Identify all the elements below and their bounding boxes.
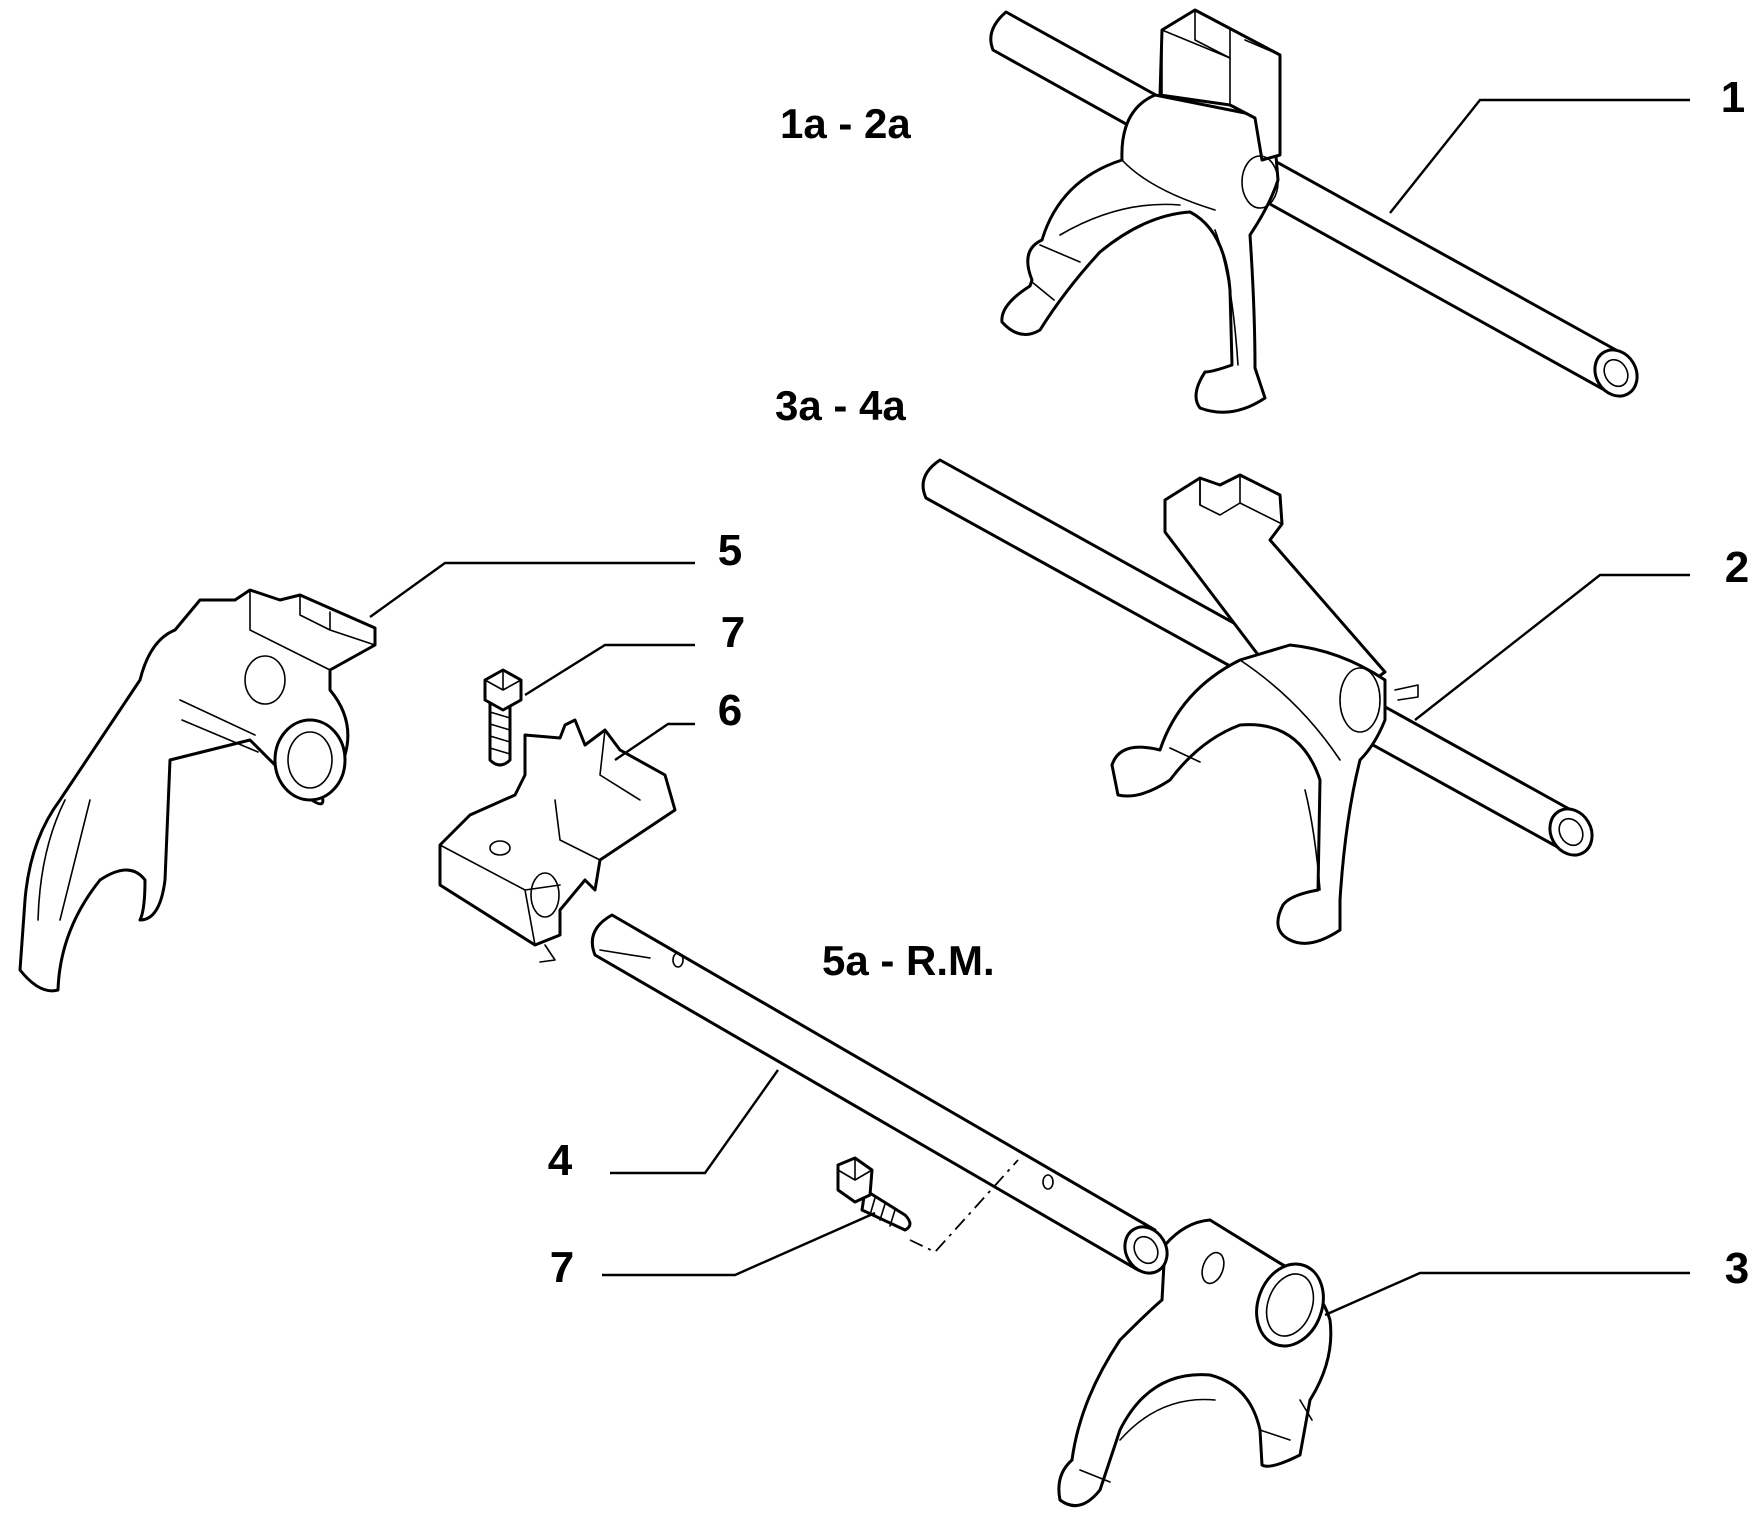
leader-lines — [369, 98, 1690, 1317]
group-label-5a-rm: 5a - R.M. — [822, 937, 995, 984]
bolt-axis-line — [909, 1159, 1019, 1254]
callout-3: 3 — [1725, 1244, 1749, 1293]
callout-7-upper: 7 — [721, 608, 745, 657]
callout-6: 6 — [718, 686, 742, 735]
callout-1: 1 — [1721, 73, 1745, 122]
part-6-bracket — [438, 718, 677, 963]
callout-4: 4 — [548, 1136, 573, 1185]
part-7-bolt-upper — [483, 668, 523, 767]
part-2-fork-assembly — [921, 458, 1594, 945]
part-5-fork — [18, 588, 377, 993]
part-4-shaft-rod — [590, 913, 1169, 1275]
group-label-1a-2a: 1a - 2a — [780, 100, 911, 147]
callout-2: 2 — [1725, 543, 1749, 592]
part-7-bolt-lower — [836, 1156, 912, 1232]
part-3-fork — [1057, 1218, 1333, 1508]
callout-5: 5 — [718, 526, 742, 575]
part-1-fork-assembly — [989, 8, 1639, 414]
group-label-3a-4a: 3a - 4a — [775, 382, 906, 429]
callout-7-lower: 7 — [550, 1243, 574, 1292]
